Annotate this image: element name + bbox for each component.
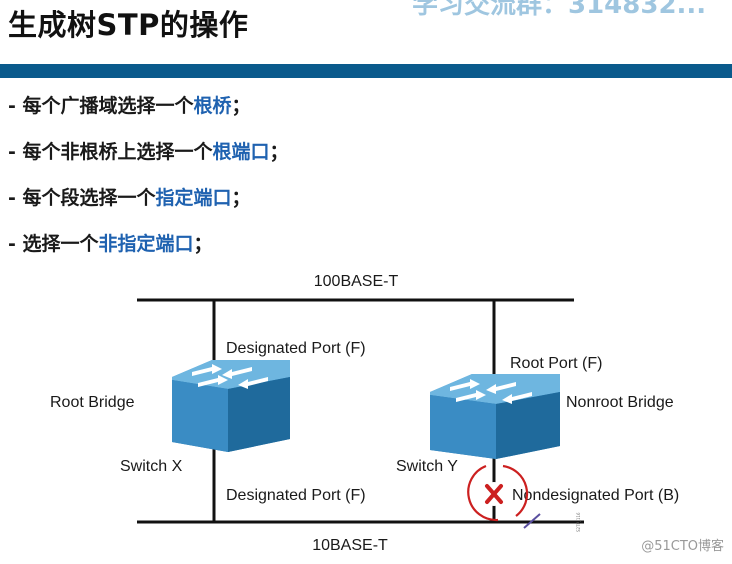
switch-y-port-top-label: Root Port (F) <box>510 355 602 372</box>
root-bridge-label: Root Bridge <box>50 394 135 411</box>
stp-diagram: 100BASE-T 10BASE-T <box>50 273 724 554</box>
switch-y-port-bottom-label: Nondesignated Port (B) <box>512 487 679 504</box>
bullet-suffix: ； <box>269 141 289 163</box>
switch-y-name: Switch Y <box>396 458 458 475</box>
bullet-suffix: ； <box>231 95 251 117</box>
watermark-text: 学习交流群：314832... <box>412 0 707 20</box>
bullet-item: - 选择一个非指定端口； <box>8 226 708 272</box>
bullet-highlight: 非指定端口 <box>98 233 194 255</box>
segment-label-top: 100BASE-T <box>314 273 399 290</box>
credit-watermark: @51CTO博客 <box>641 538 724 554</box>
bullet-text: - 每个广播域选择一个 <box>8 95 194 117</box>
annotation-mark <box>523 513 541 529</box>
bullet-text: - 每个非根桥上选择一个 <box>8 141 213 163</box>
bullet-item: - 每个段选择一个指定端口； <box>8 180 708 226</box>
blocked-port-icon <box>467 464 529 522</box>
switch-x-name: Switch X <box>120 458 183 475</box>
switch-x-port-top-label: Designated Port (F) <box>226 340 366 357</box>
bullet-item: - 每个非根桥上选择一个根端口； <box>8 134 708 180</box>
bullet-highlight: 指定端口 <box>155 187 232 209</box>
bullet-highlight: 根桥 <box>193 95 232 117</box>
bullet-list: - 每个广播域选择一个根桥； - 每个非根桥上选择一个根端口； - 每个段选择一… <box>8 88 708 272</box>
bullet-item: - 每个广播域选择一个根桥； <box>8 88 708 134</box>
segment-label-bottom: 10BASE-T <box>312 537 388 554</box>
bullet-suffix: ； <box>231 187 251 209</box>
header-rule <box>0 64 732 78</box>
nonroot-bridge-label: Nonroot Bridge <box>566 394 674 411</box>
bullet-text: - 每个段选择一个 <box>8 187 156 209</box>
switch-y-icon <box>430 374 560 459</box>
slide-title: 生成树STP的操作 <box>8 8 249 42</box>
bullet-text: - 选择一个 <box>8 233 99 255</box>
figure-code: S2TP_116 <box>576 512 581 532</box>
bullet-highlight: 根端口 <box>212 141 270 163</box>
bullet-suffix: ； <box>193 233 213 255</box>
switch-x-port-bottom-label: Designated Port (F) <box>226 487 366 504</box>
switch-x-icon <box>172 360 290 452</box>
